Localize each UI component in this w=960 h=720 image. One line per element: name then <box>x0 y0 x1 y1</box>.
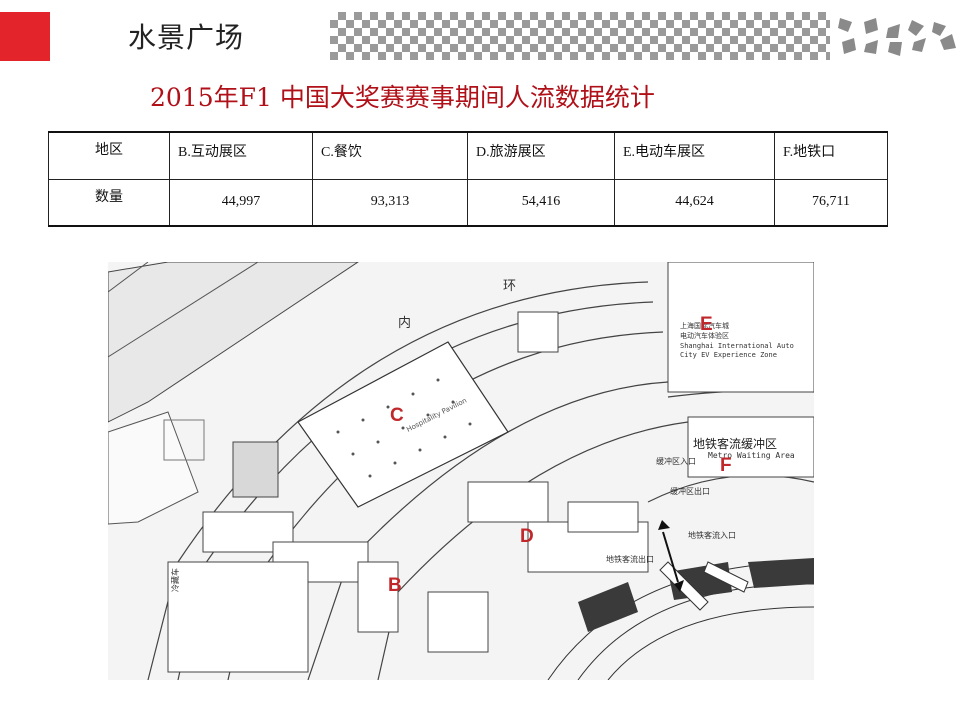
column-header: D.旅游展区 <box>467 131 615 180</box>
column-header: F.地铁口 <box>774 131 888 180</box>
row-header-region: 地区 <box>48 131 170 180</box>
map-label: Shanghai International Auto <box>680 342 794 350</box>
site-map-drawing: 内 环 上海国际汽车城 电动汽车体验区 Shanghai Internation… <box>108 262 814 680</box>
table-row-values: 数量 44,997 93,313 54,416 44,624 76,711 <box>48 178 888 227</box>
column-header: C.餐饮 <box>312 131 468 180</box>
map-label: 地铁客流缓冲区 <box>693 436 777 451</box>
table-cell-value: 44,997 <box>169 178 313 227</box>
map-label: 地铁客流入口 <box>688 530 736 540</box>
traffic-stats-table: 地区 B.互动展区 C.餐饮 D.旅游展区 E.电动车展区 F.地铁口 数量 4… <box>48 131 888 227</box>
map-label: 电动汽车体验区 <box>680 331 729 340</box>
table-cell-value: 54,416 <box>467 178 615 227</box>
table-cell-value: 76,711 <box>774 178 888 227</box>
zone-marker-e: E <box>700 314 713 335</box>
chevron-decoration <box>838 18 956 56</box>
zone-marker-c: C <box>390 405 404 426</box>
map-label: 地铁客流出口 <box>606 554 654 564</box>
map-label: Metro Waiting Area <box>708 451 795 460</box>
chart-subtitle: 2015年F1 中国大奖赛赛事期间人流数据统计 <box>150 83 655 112</box>
zone-marker-d: D <box>520 526 534 547</box>
map-label: 缓冲区入口 <box>656 456 696 466</box>
site-map: 内 环 上海国际汽车城 电动汽车体验区 Shanghai Internation… <box>108 262 814 680</box>
column-header: E.电动车展区 <box>614 131 775 180</box>
page-title: 水景广场 <box>128 21 245 54</box>
map-label: 冷藏车 <box>170 568 180 592</box>
road-label: 内 <box>398 315 411 331</box>
checker-pattern-banner <box>330 12 830 60</box>
road-label: 环 <box>503 279 516 294</box>
zone-marker-b: B <box>388 575 402 596</box>
column-header: B.互动展区 <box>169 131 313 180</box>
corner-accent-block <box>0 12 50 61</box>
map-label: City EV Experience Zone <box>680 351 777 359</box>
row-header-count: 数量 <box>48 178 170 227</box>
map-label: 上海国际汽车城 <box>680 321 729 330</box>
zone-marker-f: F <box>720 455 732 476</box>
table-cell-value: 44,624 <box>614 178 775 227</box>
map-label: 缓冲区出口 <box>670 486 710 496</box>
table-row-header: 地区 B.互动展区 C.餐饮 D.旅游展区 E.电动车展区 F.地铁口 <box>48 131 888 180</box>
table-cell-value: 93,313 <box>312 178 468 227</box>
